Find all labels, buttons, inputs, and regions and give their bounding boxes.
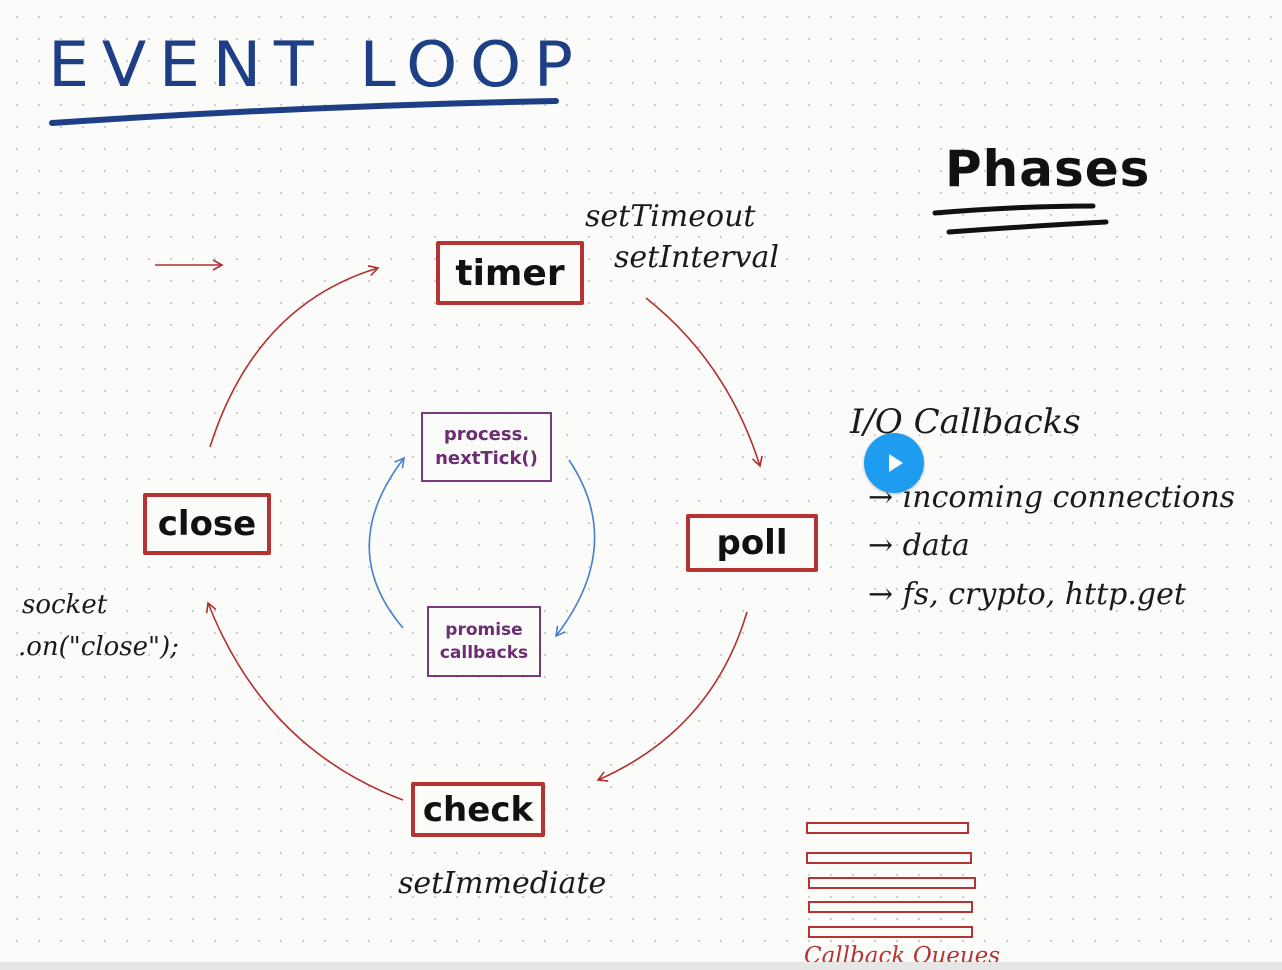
arrow-close-to-timer	[209, 265, 380, 448]
arrow-timer-to-poll	[645, 297, 763, 468]
play-button[interactable]	[864, 433, 924, 493]
queue-bar	[808, 877, 976, 889]
queue-bar	[806, 822, 969, 834]
queue-bar	[806, 852, 972, 864]
nexttick-line-1: process.	[443, 423, 530, 445]
phase-box-close: close	[143, 493, 271, 555]
arrow-check-to-close	[205, 601, 404, 801]
phase-box-timer: timer	[436, 241, 584, 305]
note-io-item-1: → incoming connections	[868, 480, 1236, 515]
title-underline	[49, 98, 559, 126]
phase-box-check: check	[411, 782, 545, 837]
bottom-strip	[0, 962, 1282, 970]
queue-bar	[808, 926, 973, 938]
note-settimeout: setTimeout	[585, 199, 756, 234]
play-icon	[889, 454, 903, 472]
arrow-nexttick-to-promise	[554, 459, 596, 638]
note-socket-on-close: .on("close");	[18, 632, 179, 662]
page-title: EVENT LOOP	[48, 28, 586, 101]
microtask-box-nexttick: process. nextTick()	[421, 412, 552, 482]
nexttick-line-2: nextTick()	[435, 448, 538, 469]
note-io-item-3: → fs, crypto, http.get	[868, 577, 1186, 612]
microtask-box-promise: promise callbacks	[427, 606, 541, 677]
arrow-promise-to-nexttick	[368, 456, 406, 629]
phases-underline-1	[932, 203, 1096, 216]
promise-line-2: callbacks	[439, 642, 529, 663]
phase-box-poll: poll	[686, 514, 818, 572]
note-setimmediate: setImmediate	[398, 866, 607, 901]
promise-line-1: promise	[445, 619, 523, 640]
queue-bar	[808, 901, 973, 913]
note-socket: socket	[22, 590, 108, 620]
arrow-poll-to-check	[596, 611, 748, 782]
note-setinterval: setInterval	[614, 240, 779, 275]
phases-underline-2	[946, 219, 1109, 235]
phases-heading: Phases	[945, 140, 1151, 198]
note-io-item-2: → data	[868, 528, 970, 563]
